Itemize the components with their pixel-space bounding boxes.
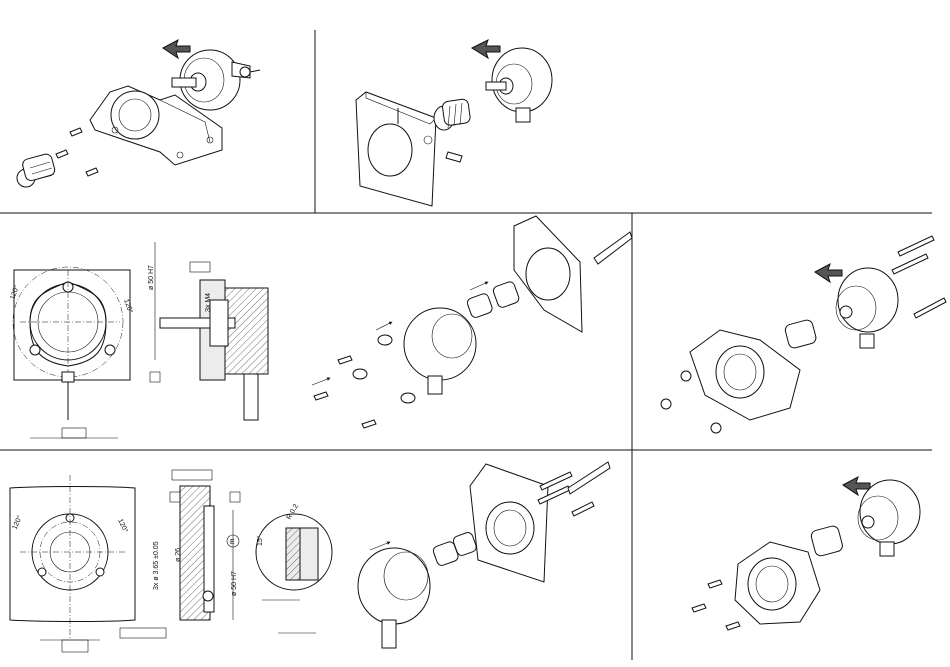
- panel-clamp-block-mount: [356, 40, 552, 206]
- shaft-coupling: [434, 99, 471, 130]
- panel-flange-dimensions: 120° 120° ø 50 H7 3x M4: [8, 216, 632, 438]
- insert-direction-arrow: [472, 40, 500, 58]
- encoder-body: [358, 548, 430, 648]
- detail-view: R 0.2 15°: [256, 503, 332, 633]
- bore-fit-label: ø 50 H7: [148, 265, 155, 290]
- bore-fit-label: ø 50 H7: [231, 571, 238, 596]
- angle-120-right: 120°: [122, 298, 135, 315]
- encoder-body: [858, 480, 920, 556]
- section-view: 3x ø 3.65 ±0.05 ø 26 ø 50 H7 E: [153, 470, 240, 620]
- screws: [56, 128, 98, 176]
- front-view-outline: [13, 267, 130, 438]
- shaft-coupling: [17, 153, 56, 187]
- panel-synchro-dimensions: 120° 120° 3x ø 3.65 ±0.05 ø 26 ø 50 H7 E…: [10, 462, 610, 652]
- thread-label: 3x M4: [205, 293, 212, 312]
- panel-flange-studs: [661, 236, 946, 433]
- datum-e-label: E: [230, 539, 235, 546]
- flange-adapter: [735, 542, 820, 624]
- encoder-body: [486, 48, 552, 122]
- insert-direction-arrow: [163, 40, 190, 58]
- mounting-studs: [892, 236, 946, 318]
- screws: [692, 580, 740, 630]
- angle-120-left: 120°: [11, 514, 24, 531]
- flange-adapter: [690, 330, 800, 420]
- synchro-exploded-view: [358, 462, 610, 648]
- angle-120-left: 120°: [8, 284, 21, 301]
- insert-direction-arrow: [815, 264, 842, 282]
- clamp-screw: [446, 152, 462, 162]
- clamp-block: [356, 92, 436, 206]
- flange-exploded-view: [312, 216, 632, 428]
- panel-bracket-mount: [17, 40, 260, 187]
- panel-synchro-flange: [692, 477, 920, 630]
- front-view-outline: [10, 475, 166, 652]
- section-view: ø 50 H7 3x M4: [148, 242, 268, 420]
- holes-label: 3x ø 3.65 ±0.05: [153, 541, 160, 590]
- angle-120-right: 120°: [116, 517, 129, 534]
- angle-15-label: 15°: [256, 535, 264, 546]
- encoder-body: [836, 268, 898, 348]
- bore-26-label: ø 26: [175, 548, 182, 562]
- encoder-body: [404, 308, 476, 394]
- encoder-body: [172, 50, 260, 110]
